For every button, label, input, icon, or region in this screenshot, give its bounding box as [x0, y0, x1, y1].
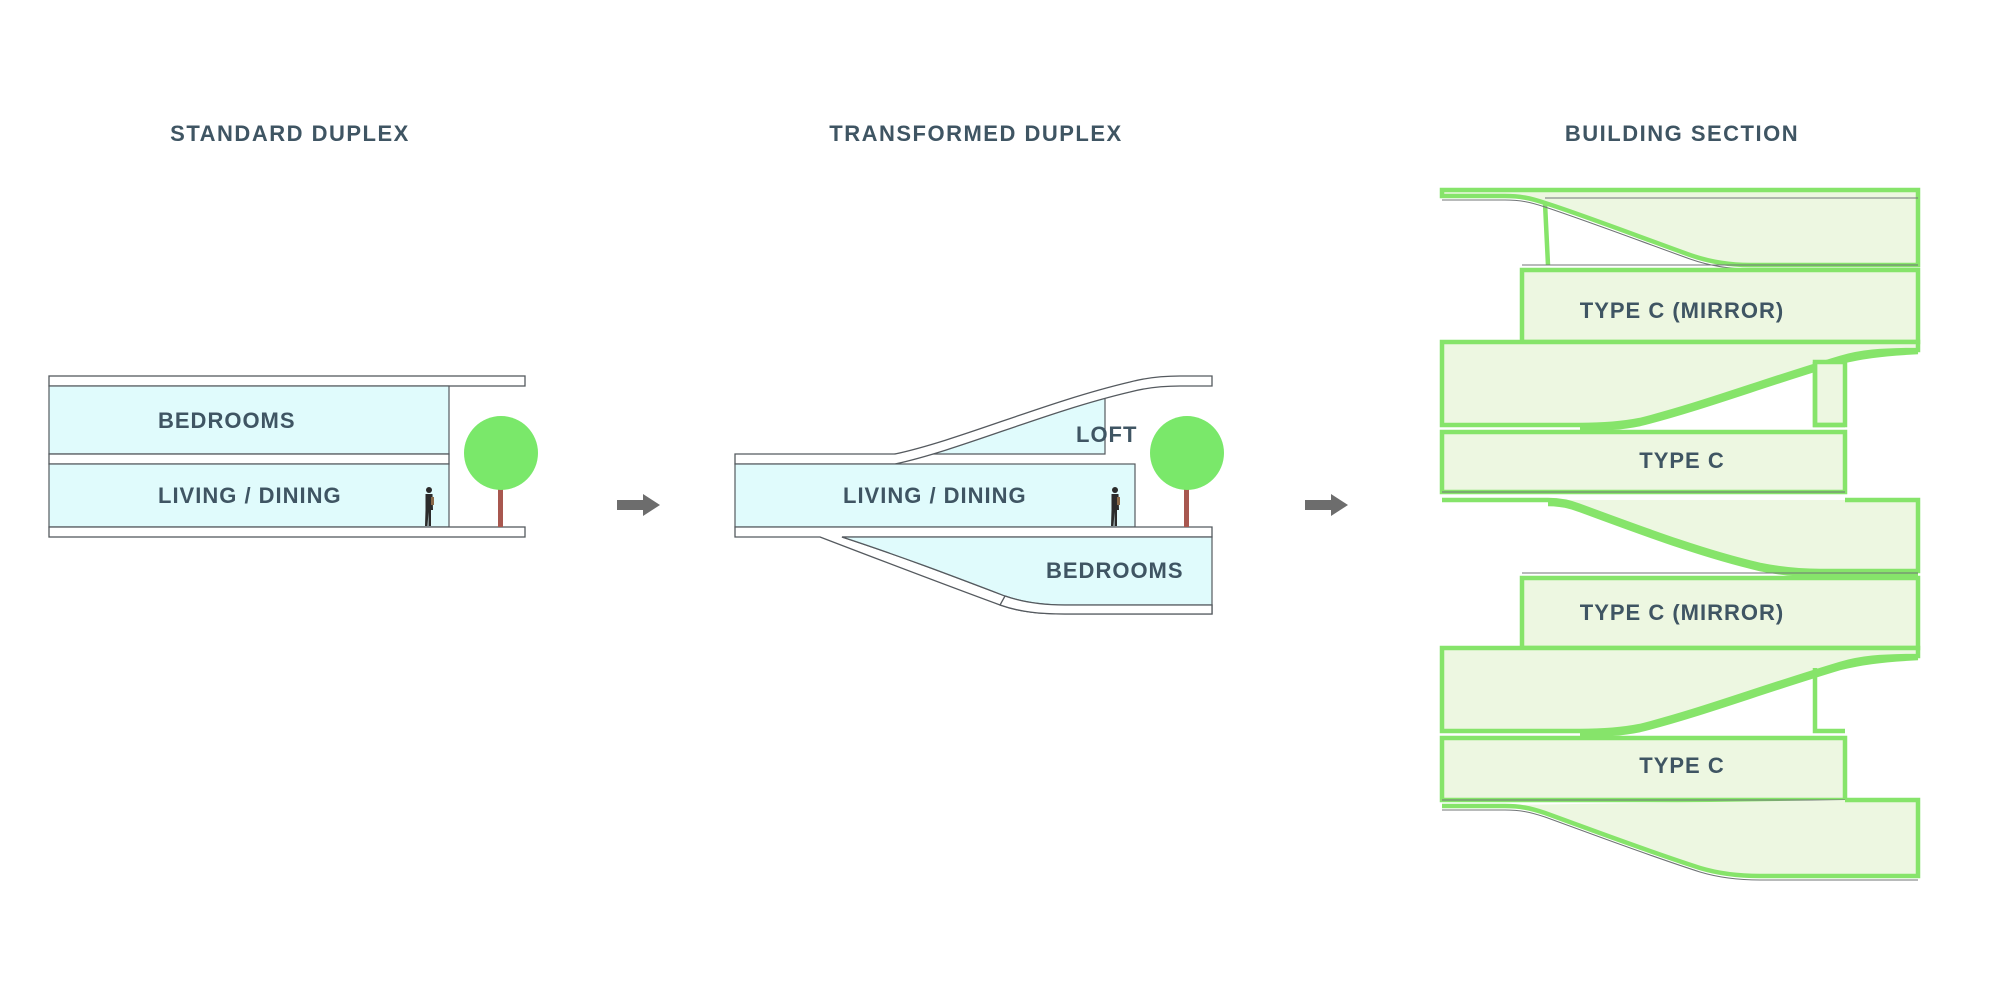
person-icon — [1111, 487, 1120, 526]
transformed-duplex-panel: TRANSFORMED DUPLEX LOFT LIVING / DINING … — [734, 121, 1224, 615]
step-line — [1812, 668, 1845, 734]
floor-slab — [48, 526, 526, 538]
tree-icon — [464, 416, 538, 527]
unit-label: TYPE C — [1639, 753, 1724, 778]
unit-label: TYPE C — [1639, 448, 1724, 473]
bottom-slab — [999, 595, 1213, 615]
person-icon — [425, 487, 434, 526]
unit-bottom-partial — [1442, 797, 1921, 879]
standard-duplex-panel: STANDARD DUPLEX BEDROOMS LIVING / DINING — [48, 121, 538, 538]
transformed-duplex-title: TRANSFORMED DUPLEX — [829, 121, 1122, 146]
spacer — [1812, 359, 1848, 428]
living-dining-room — [734, 463, 1136, 528]
slab-line — [1579, 655, 1919, 738]
unit-slope-3 — [1442, 497, 1921, 574]
unit-top-partial — [1439, 187, 1921, 268]
slab-line — [1442, 199, 1918, 270]
step-line — [1812, 362, 1845, 428]
living-dining-label: LIVING / DINING — [158, 483, 342, 508]
living-dining-room — [48, 463, 450, 528]
slab-line — [1442, 809, 1918, 881]
building-section-title: BUILDING SECTION — [1565, 121, 1799, 146]
unit-slope-4 — [1439, 645, 1921, 734]
tree-icon — [1150, 416, 1224, 527]
slab-line — [1579, 349, 1919, 432]
building-section-panel: BUILDING SECTION — [1439, 121, 1921, 881]
bedrooms-room — [48, 385, 450, 455]
standard-duplex-title: STANDARD DUPLEX — [170, 121, 410, 146]
mid-slab — [48, 453, 450, 465]
loft-roof-slab — [734, 375, 1213, 465]
bedrooms-label: BEDROOMS — [158, 408, 296, 433]
roof-slab — [48, 375, 526, 387]
unit-label: TYPE C (MIRROR) — [1580, 298, 1784, 323]
bedrooms-label: BEDROOMS — [1046, 558, 1184, 583]
unit-label: TYPE C (MIRROR) — [1580, 600, 1784, 625]
unit-slope-2 — [1439, 339, 1921, 428]
arrow-right-icon — [1305, 494, 1348, 516]
loft-label: LOFT — [1076, 422, 1137, 447]
living-dining-label: LIVING / DINING — [843, 483, 1027, 508]
arrow-right-icon — [617, 494, 660, 516]
